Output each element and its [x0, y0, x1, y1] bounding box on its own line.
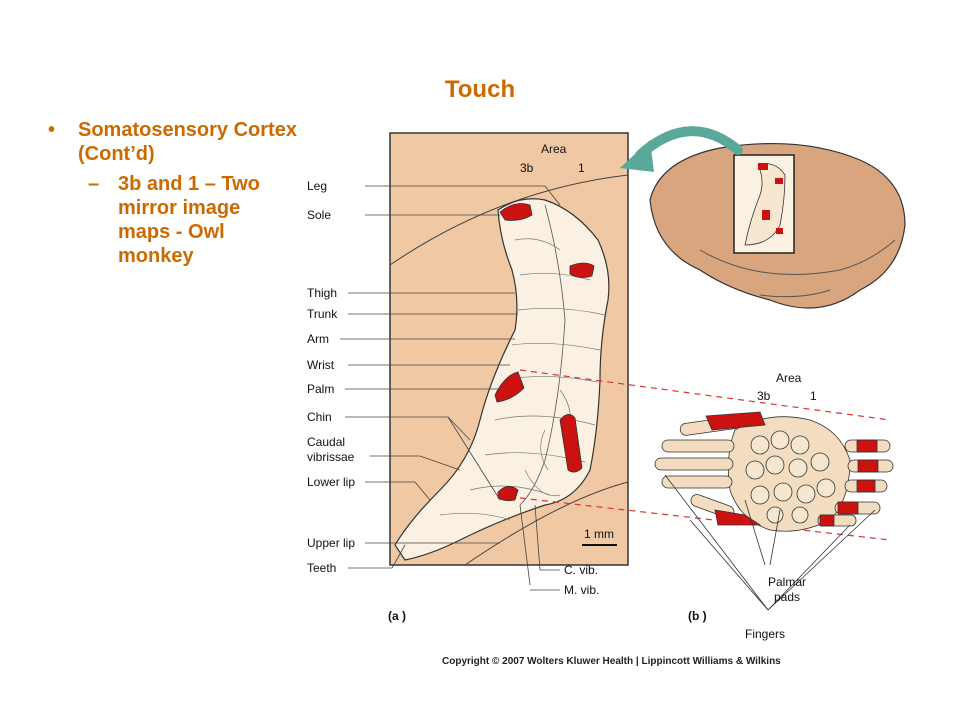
red-patch-sole: [499, 203, 533, 221]
label-lower-lip: Lower lip: [307, 475, 355, 489]
label-pads: pads: [774, 590, 800, 604]
label-thigh: Thigh: [307, 286, 337, 300]
slide-title: Touch: [444, 76, 516, 103]
brain-groove: [699, 239, 896, 275]
brain-inset-strip: [744, 163, 786, 246]
hand-map: [654, 411, 894, 532]
cortical-strip: [394, 198, 610, 561]
label-upper-lip: Upper lip: [307, 536, 355, 550]
bullet-level2: – 3b and 1 – Two mirror image maps - Owl…: [48, 172, 298, 268]
bullet-level2-text: 3b and 1 – Two mirror image maps - Owl m…: [118, 173, 260, 267]
area-a-3b: 3b: [520, 161, 534, 175]
label-wrist: Wrist: [307, 358, 335, 372]
bullet-dot: •: [48, 119, 56, 141]
label-arm: Arm: [307, 332, 329, 346]
label-fingers: Fingers: [745, 627, 785, 641]
brain-inset-red-4: [776, 228, 783, 234]
area-b-heading: Area: [776, 371, 802, 385]
area-b-1: 1: [810, 389, 817, 403]
red-regions-b: [705, 411, 879, 527]
label-sole: Sole: [307, 208, 331, 222]
brain-inset-red-1: [758, 163, 768, 170]
brain-groove-2: [759, 289, 831, 298]
red-patch-palm: [494, 371, 525, 403]
label-m-vib: M. vib.: [564, 583, 599, 597]
bullet-level1: • Somatosensory Cortex (Cont’d): [48, 118, 298, 166]
dashed-connectors: [519, 369, 891, 541]
red-patch-middle: [559, 414, 583, 473]
brain-inset-red-2: [775, 178, 783, 184]
red-patch-lip: [497, 486, 519, 502]
area-b-3b: 3b: [757, 389, 771, 403]
area-a-heading: Area: [541, 142, 567, 156]
panel-b-label: (b ): [688, 609, 707, 623]
label-caudal: Caudal: [307, 435, 345, 449]
label-chin: Chin: [307, 410, 332, 424]
sulcus-line: [389, 174, 629, 266]
bullet-level1-text: Somatosensory Cortex (Cont’d): [78, 119, 297, 165]
label-c-vib: C. vib.: [564, 563, 598, 577]
brain-inset-red-3: [762, 210, 770, 220]
scale-bar-label: 1 mm: [584, 527, 614, 541]
sulcus-line-lower: [464, 481, 629, 566]
palm-pads: [745, 430, 836, 524]
pointer-lines-b: [664, 474, 876, 611]
label-leg: Leg: [307, 179, 327, 193]
red-patch-upper: [569, 262, 595, 278]
panel-a-label: (a ): [388, 609, 406, 623]
label-vibrissae: vibrissae: [307, 450, 355, 464]
bullet-list: • Somatosensory Cortex (Cont’d) – 3b and…: [48, 118, 298, 268]
leader-lines-a: [340, 185, 561, 591]
bullet-dash: –: [88, 173, 100, 195]
label-trunk: Trunk: [307, 307, 338, 321]
left-fingers: [654, 416, 741, 519]
label-palmar: Palmar: [768, 575, 806, 589]
arrow-head-icon: [620, 140, 654, 172]
label-palm: Palm: [307, 382, 334, 396]
label-teeth: Teeth: [307, 561, 336, 575]
copyright-notice: Copyright © 2007 Wolters Kluwer Health |…: [442, 656, 781, 667]
area-a-1: 1: [578, 161, 585, 175]
